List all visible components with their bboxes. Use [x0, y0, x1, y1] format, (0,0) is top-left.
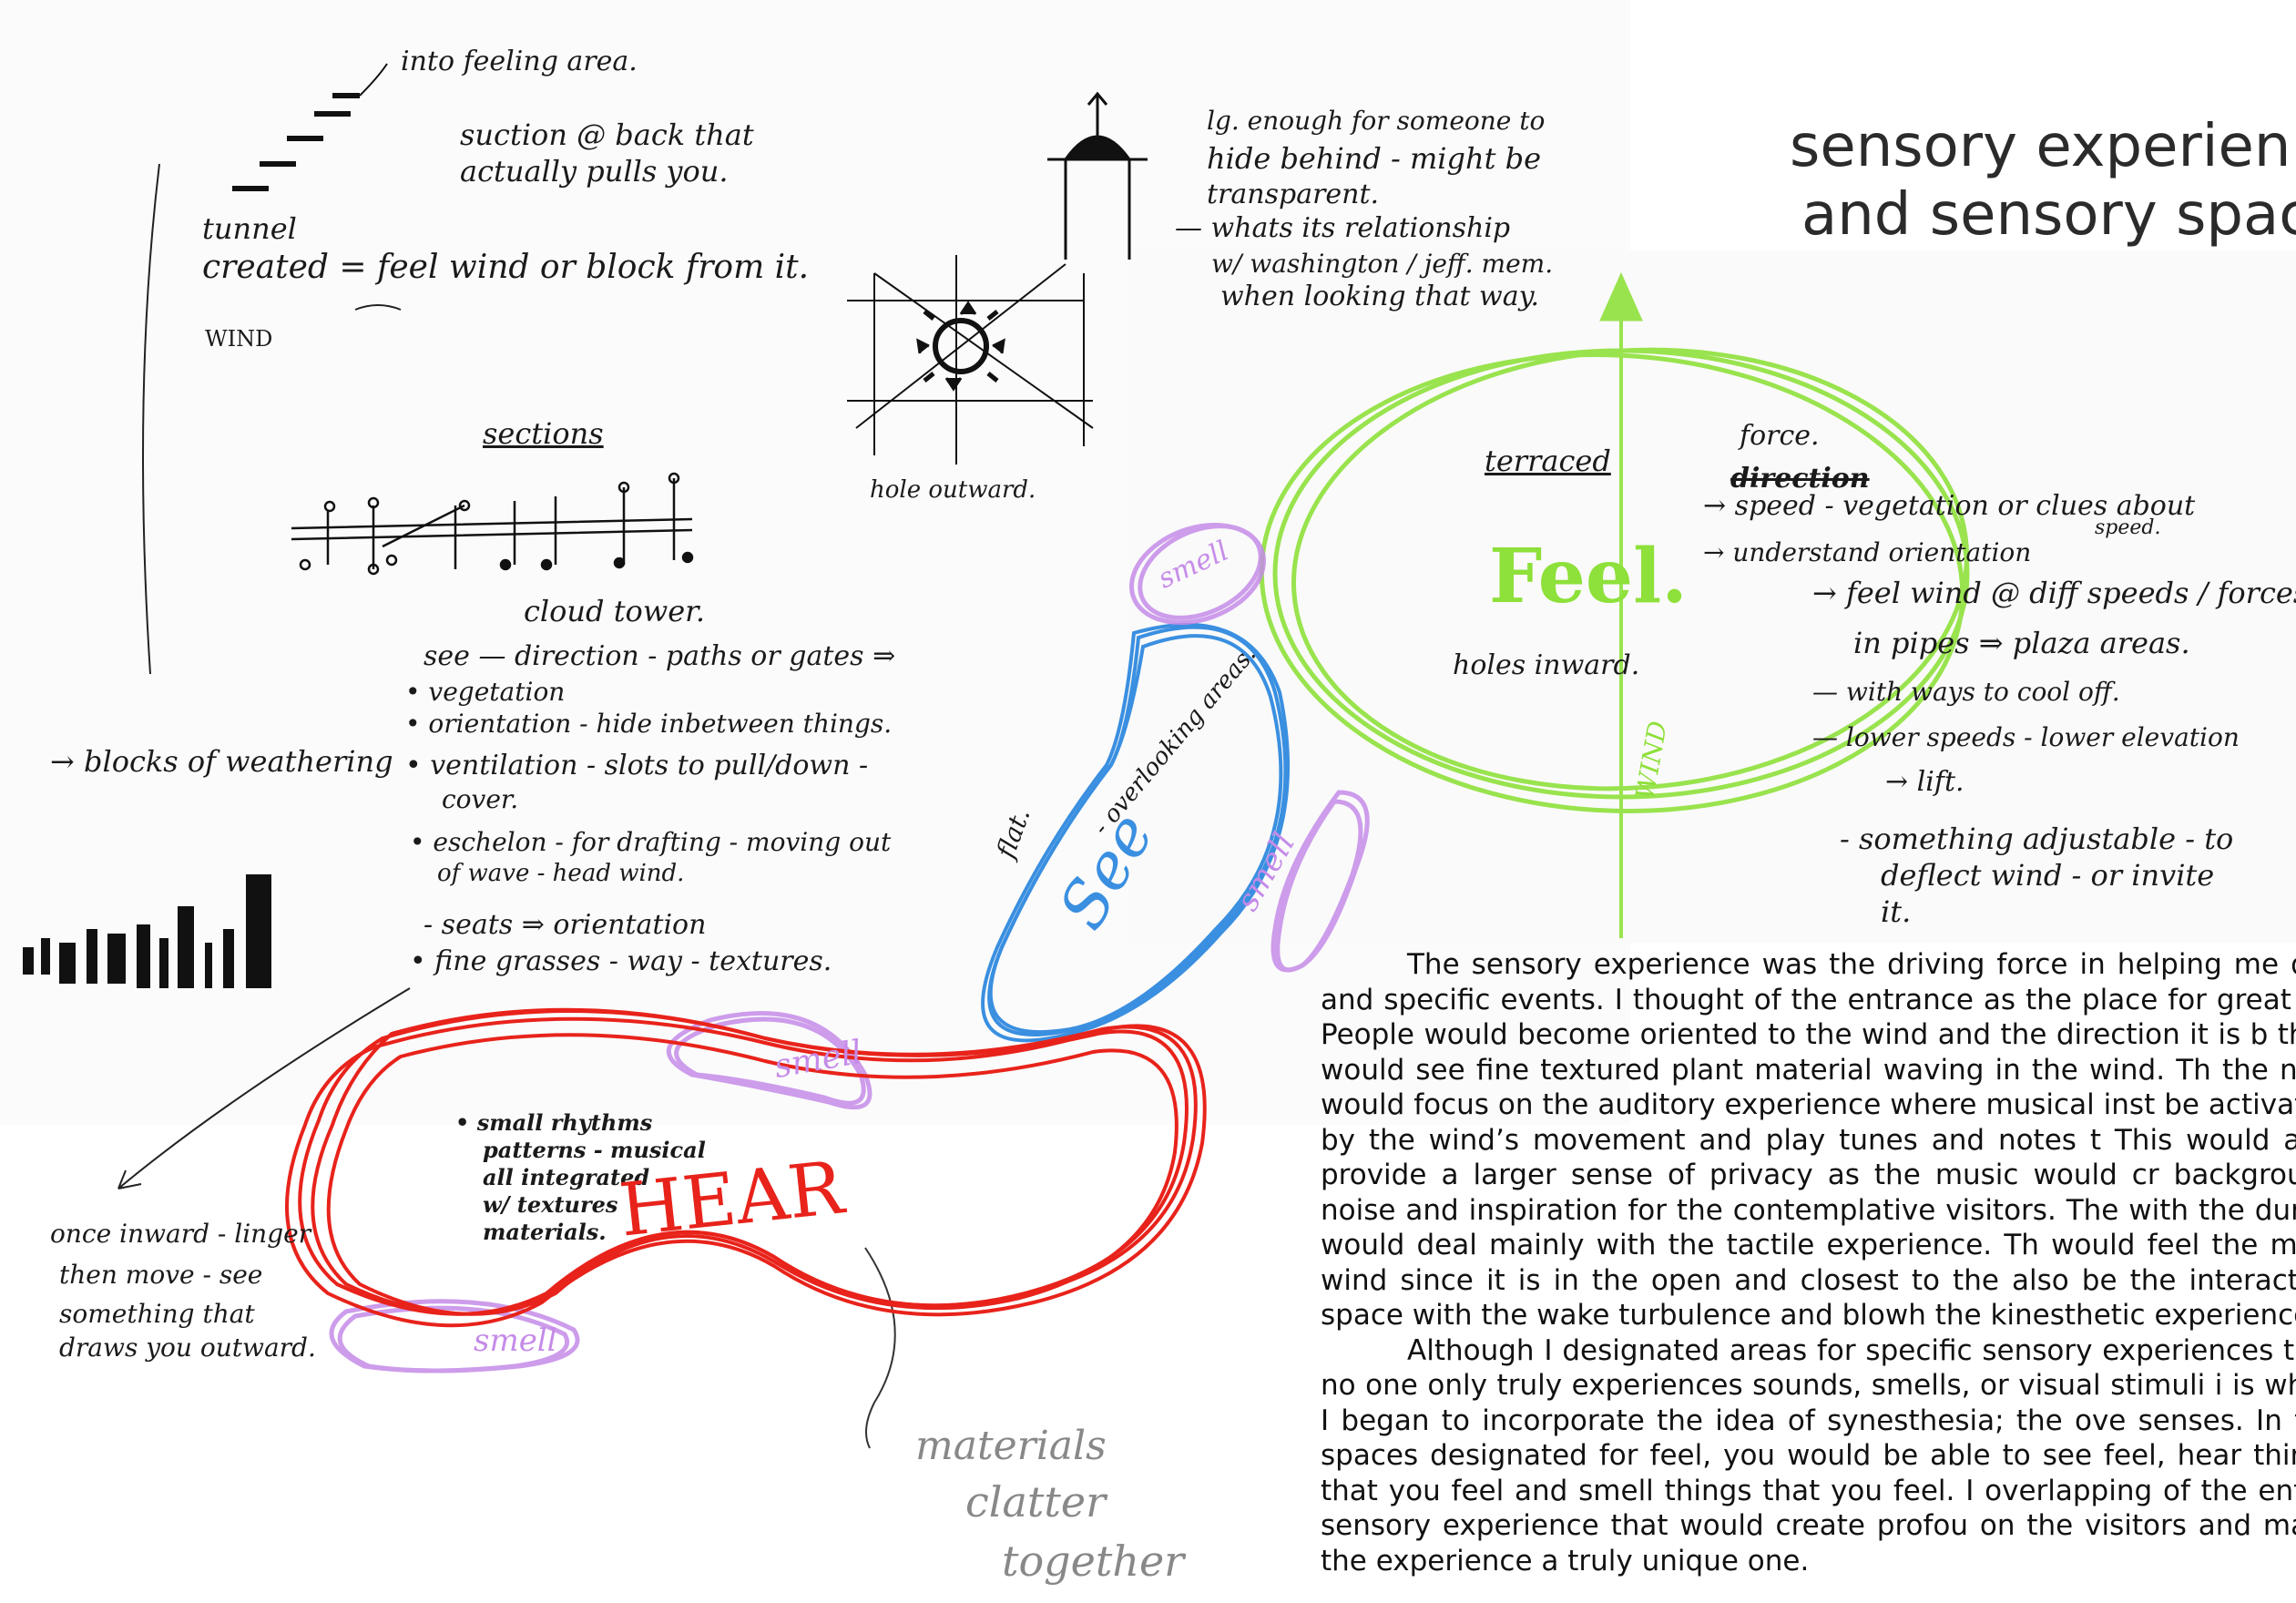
note-tunnel: tunnel [202, 211, 297, 246]
hear-zone-outline [285, 1007, 1207, 1328]
note-in-pipes: in pipes ⇒ plaza areas. [1853, 626, 2190, 660]
note-small-rhythms: • small rhythms [455, 1109, 653, 1136]
note-when-looking: when looking that way. [1220, 281, 1540, 312]
note-orientation-hide: • orientation - hide inbetween things. [405, 709, 893, 739]
note-vegetation: • vegetation [405, 677, 566, 707]
note-force: force. [1740, 420, 1820, 452]
body-text: The sensory experience was the driving f… [1321, 947, 2296, 1578]
note-hide-behind: hide behind - might be [1207, 141, 1542, 176]
body-paragraph-1: The sensory experience was the driving f… [1321, 948, 2296, 1332]
note-lower-speeds: — lower speeds - lower elevation [1812, 722, 2240, 752]
note-ventilation: • ventilation - slots to pull/down - [405, 750, 869, 781]
note-fine-grasses: • fine grasses - way - textures. [410, 945, 832, 977]
note-feel-wind: → feel wind @ diff speeds / forces [1812, 576, 2296, 610]
smell-zone-outlines [329, 522, 1370, 1373]
note-created: created = feel wind or block from it. [202, 249, 810, 286]
note-suction: suction @ back that [460, 117, 754, 152]
note-cloud-tower: cloud tower. [524, 594, 706, 628]
note-see-direction: see — direction - paths or gates ⇒ [423, 640, 896, 672]
note-wind: WIND [205, 326, 273, 352]
label-feel: Feel. [1489, 533, 1688, 620]
note-sections: sections [483, 416, 604, 451]
note-with-ways: — with ways to cool off. [1812, 677, 2120, 707]
note-eschelon: • eschelon - for drafting - moving out [410, 827, 892, 857]
note-then-move: then move - see [59, 1260, 263, 1290]
page-title-line2: and sensory spac [1801, 181, 2296, 249]
note-suction-2: actually pulls you. [460, 154, 729, 189]
note-materials: materials [915, 1423, 1107, 1469]
see-zone-outline [981, 622, 1291, 1043]
note-terraced: terraced [1485, 444, 1611, 478]
note-clatter: clatter [965, 1477, 1107, 1526]
stairs-sketch [232, 63, 388, 191]
note-speed: → speed - vegetation or clues about [1703, 490, 2196, 522]
note-lg-enough: lg. enough for someone to [1207, 106, 1546, 136]
star-sketch [847, 255, 1094, 465]
note-lift: → lift. [1885, 766, 1964, 798]
label-smell-4: smell [474, 1322, 557, 1359]
feel-zone-outline [1259, 271, 1970, 938]
body-paragraph-2: Although I designated areas for specific… [1321, 1333, 2296, 1577]
note-transparent: transparent. [1207, 179, 1380, 210]
note-into-feeling: into feeling area. [401, 46, 638, 77]
note-cover: cover. [442, 784, 519, 814]
note-blocks-of-weathering: → blocks of weathering [50, 744, 393, 779]
note-something-adjustable: - something adjustable - to [1840, 822, 2234, 856]
note-all-integrated: all integrated [483, 1164, 650, 1190]
note-whats-relationship: — whats its relationship [1175, 212, 1511, 244]
blocks-of-weathering-sketch [23, 874, 271, 988]
note-of-wave: of wave - head wind. [437, 860, 685, 887]
note-together: together [1002, 1537, 1185, 1586]
note-it: it. [1881, 894, 1912, 929]
note-direction-crossed: direction [1730, 463, 1870, 495]
sections-sketch [291, 472, 694, 576]
note-seats: - seats ⇒ orientation [423, 909, 707, 941]
note-w-textures: w/ textures [483, 1191, 618, 1218]
note-once-inward: once inward - linger [50, 1219, 311, 1249]
gazebo-sketch [1047, 91, 1148, 260]
note-deflect: deflect wind - or invite [1881, 858, 2215, 893]
note-speed-2: speed. [2095, 516, 2161, 539]
note-washington: w/ washington / jeff. mem. [1211, 249, 1554, 279]
note-understand-orientation: → understand orientation [1703, 537, 2032, 567]
note-hole-outward: hole outward. [870, 476, 1036, 504]
note-holes-inward: holes inward. [1453, 649, 1640, 681]
note-something-that: something that [59, 1299, 255, 1329]
note-patterns: patterns - musical [483, 1137, 706, 1163]
note-draws-you: draws you outward. [59, 1332, 316, 1363]
note-materials-small: materials. [483, 1219, 607, 1245]
page-title-line1: sensory experien [1790, 113, 2291, 180]
